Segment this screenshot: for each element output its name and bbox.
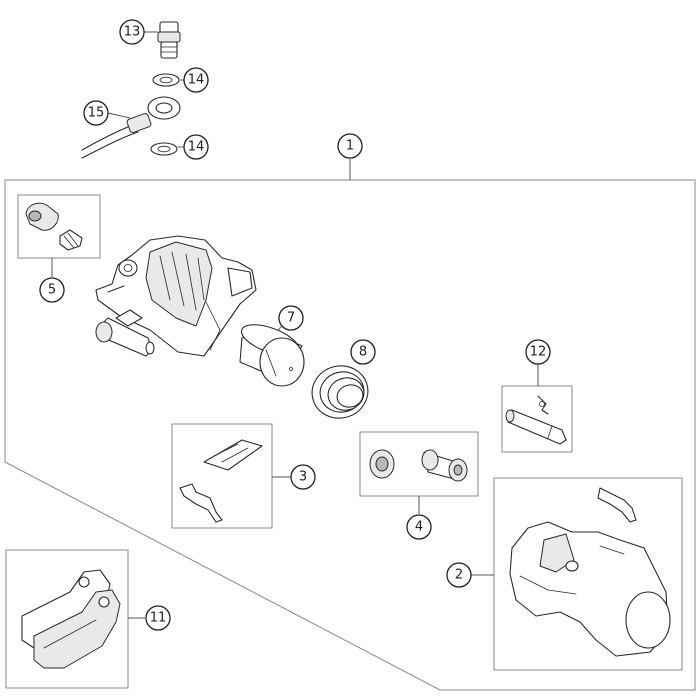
callout-15: 15 (83, 100, 109, 126)
callout-13: 13 (119, 19, 145, 45)
bleeder-valve (59, 229, 83, 251)
svg-text:13: 13 (124, 25, 141, 40)
banjo-bolt (157, 21, 181, 59)
svg-text:2: 2 (455, 568, 463, 583)
rubber-boot (369, 449, 395, 479)
pin-clip (537, 395, 549, 415)
svg-text:8: 8 (359, 345, 367, 360)
pad-pin-box (501, 364, 573, 453)
callout-8: 8 (350, 339, 376, 365)
svg-text:11: 11 (150, 611, 167, 626)
callout-1: 1 (337, 133, 363, 159)
caliper-support-bracket (509, 487, 671, 657)
callout-7: 7 (278, 305, 304, 331)
piston-seal-rings (311, 365, 369, 419)
callout-12: 12 (525, 339, 551, 365)
pad-pin (505, 409, 567, 445)
brake-pad-rear (33, 589, 121, 669)
pad-spring (179, 439, 263, 523)
callout-14-upper: 14 (183, 67, 209, 93)
svg-text:14: 14 (188, 140, 205, 155)
svg-text:15: 15 (88, 106, 105, 121)
caliper-support-box (471, 477, 683, 671)
bleeder-cap (25, 202, 59, 231)
svg-text:14: 14 (188, 73, 205, 88)
sealing-washer-upper (152, 73, 180, 87)
callout-5: 5 (39, 277, 65, 303)
guide-bushing (421, 449, 468, 482)
callout-11: 11 (145, 605, 171, 631)
sealing-washer-lower (150, 142, 178, 156)
callout-4: 4 (406, 514, 432, 540)
brake-hose (81, 96, 181, 159)
callout-14-lower: 14 (183, 134, 209, 160)
slide-pin (95, 309, 155, 357)
brake-piston (239, 324, 305, 387)
svg-text:12: 12 (530, 345, 547, 360)
caliper-housing (95, 235, 257, 357)
svg-text:3: 3 (299, 470, 307, 485)
pad-spring-box (171, 423, 291, 529)
callout-3: 3 (290, 464, 316, 490)
brake-pad-box (5, 549, 145, 689)
callout-2: 2 (446, 562, 472, 588)
main-assembly-frame (4, 179, 696, 691)
svg-text:4: 4 (415, 520, 423, 535)
svg-text:7: 7 (287, 311, 295, 326)
svg-text:5: 5 (48, 283, 56, 298)
svg-text:1: 1 (346, 139, 354, 154)
bleeder-kit-box (17, 194, 101, 277)
bushing-box (359, 431, 479, 514)
